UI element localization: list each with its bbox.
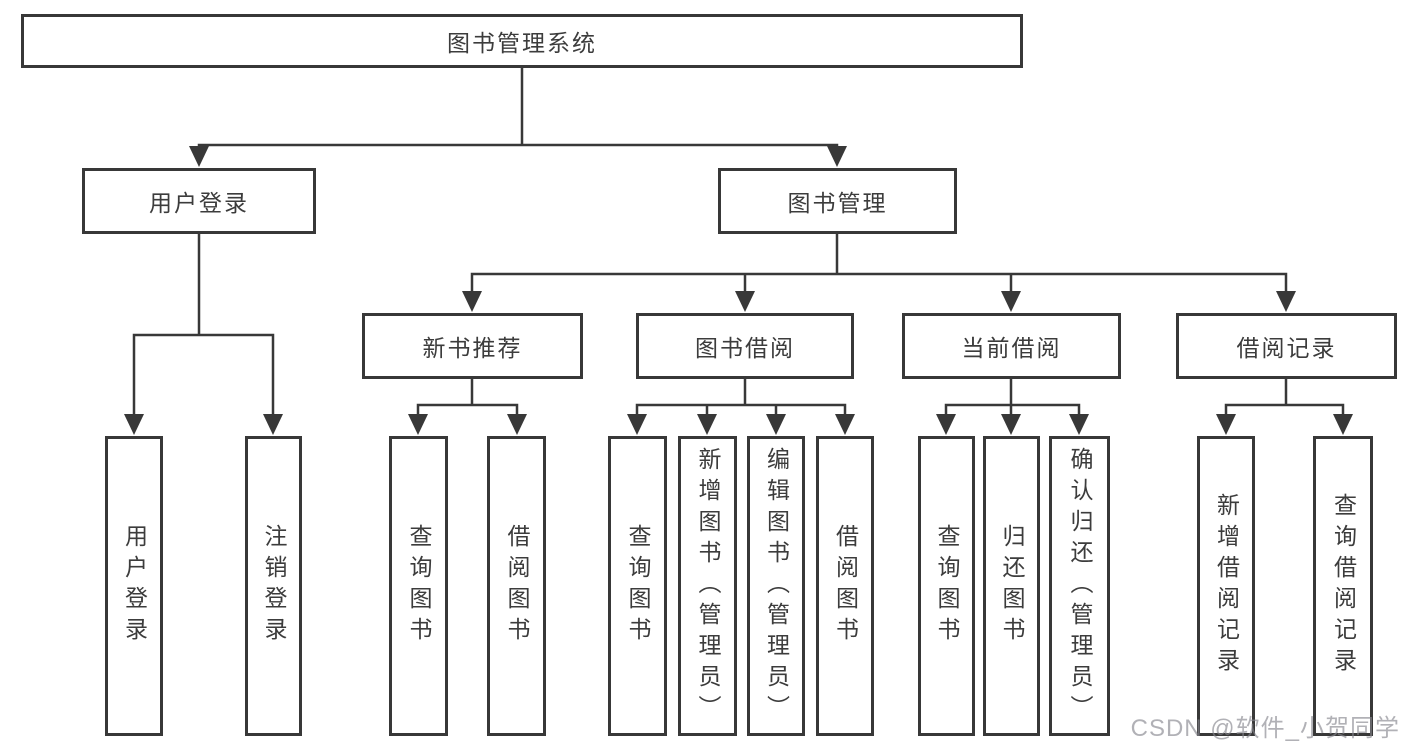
node-borrow-records-label: 借阅记录 bbox=[1236, 335, 1337, 361]
leaf-bb-edit-books-admin: 编辑图书（管理员） bbox=[747, 436, 805, 736]
leaf-cb-query-books-label: 查询图书 bbox=[934, 524, 960, 648]
leaf-br-query-record-label: 查询借阅记录 bbox=[1330, 493, 1357, 679]
node-new-book-recommend-label: 新书推荐 bbox=[422, 335, 523, 361]
leaf-user-login-label: 用户登录 bbox=[121, 524, 148, 648]
leaf-nb-borrow-books-label: 借阅图书 bbox=[504, 524, 530, 648]
leaf-cb-confirm-return-admin: 确认归还（管理员） bbox=[1049, 436, 1110, 736]
leaf-cb-query-books: 查询图书 bbox=[918, 436, 975, 736]
leaf-cb-return-books: 归还图书 bbox=[983, 436, 1040, 736]
csdn-watermark: CSDN @软件_小贺同学 bbox=[1130, 715, 1400, 742]
leaf-nb-borrow-books: 借阅图书 bbox=[487, 436, 546, 736]
leaf-cb-return-books-label: 归还图书 bbox=[999, 524, 1025, 648]
leaf-bb-edit-books-admin-label: 编辑图书（管理员） bbox=[763, 446, 790, 726]
node-book-management-label: 图书管理 bbox=[787, 190, 888, 216]
node-book-management: 图书管理 bbox=[718, 168, 957, 234]
node-root: 图书管理系统 bbox=[21, 14, 1023, 68]
leaf-nb-query-books: 查询图书 bbox=[389, 436, 448, 736]
leaf-br-add-record-label: 新增借阅记录 bbox=[1213, 493, 1240, 679]
leaf-bb-query-books-label: 查询图书 bbox=[625, 524, 651, 648]
leaf-bb-add-books-admin-label: 新增图书（管理员） bbox=[695, 446, 721, 726]
leaf-bb-add-books-admin: 新增图书（管理员） bbox=[678, 436, 737, 736]
node-current-borrow: 当前借阅 bbox=[902, 313, 1121, 379]
leaf-bb-borrow-books-label: 借阅图书 bbox=[832, 524, 859, 648]
leaf-bb-borrow-books: 借阅图书 bbox=[816, 436, 874, 736]
leaf-br-add-record: 新增借阅记录 bbox=[1197, 436, 1255, 736]
node-user-login-label: 用户登录 bbox=[149, 190, 249, 216]
node-user-login: 用户登录 bbox=[82, 168, 316, 234]
node-root-label: 图书管理系统 bbox=[447, 30, 597, 56]
node-new-book-recommend: 新书推荐 bbox=[362, 313, 583, 379]
node-book-borrow: 图书借阅 bbox=[636, 313, 854, 379]
leaf-user-login: 用户登录 bbox=[105, 436, 163, 736]
node-current-borrow-label: 当前借阅 bbox=[961, 335, 1062, 361]
leaf-br-query-record: 查询借阅记录 bbox=[1313, 436, 1373, 736]
leaf-logout: 注销登录 bbox=[245, 436, 302, 736]
leaf-logout-label: 注销登录 bbox=[261, 524, 287, 648]
leaf-cb-confirm-return-admin-label: 确认归还（管理员） bbox=[1067, 446, 1093, 726]
arrowheads bbox=[124, 146, 1353, 435]
node-book-borrow-label: 图书借阅 bbox=[695, 335, 795, 361]
leaf-nb-query-books-label: 查询图书 bbox=[406, 524, 432, 648]
node-borrow-records: 借阅记录 bbox=[1176, 313, 1397, 379]
leaf-bb-query-books: 查询图书 bbox=[608, 436, 667, 736]
